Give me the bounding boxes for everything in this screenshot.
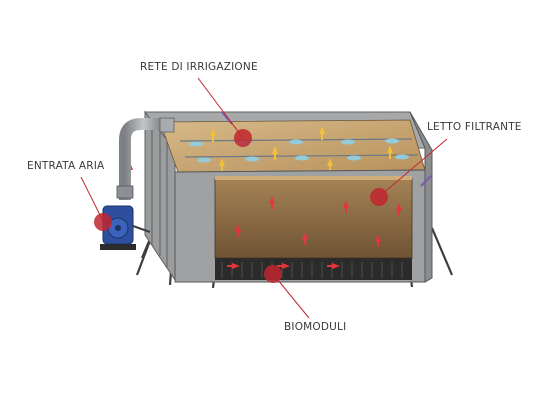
flow-arrows-top <box>210 126 393 171</box>
blower-icon <box>100 205 151 250</box>
side-nozzles <box>221 111 432 187</box>
biomodules-layer <box>215 258 412 280</box>
air-inlet-duct <box>116 117 175 200</box>
label-biomodules: BIOMODULI <box>284 321 347 333</box>
flow-arrows-biomodules <box>227 263 340 269</box>
callout-markers <box>94 129 388 283</box>
marker-irrigation <box>234 129 252 147</box>
label-air-inlet: ENTRATA ARIA <box>27 160 105 172</box>
marker-filter-bed <box>370 188 388 206</box>
marker-air-inlet <box>94 213 112 231</box>
callout-leaders <box>80 77 448 319</box>
marker-biomodules <box>264 265 282 283</box>
right-side-panel <box>409 111 433 283</box>
label-filter-bed: LETTO FILTRANTE <box>427 121 522 133</box>
label-irrigation-network: RETE DI IRRIGAZIONE <box>140 61 258 73</box>
